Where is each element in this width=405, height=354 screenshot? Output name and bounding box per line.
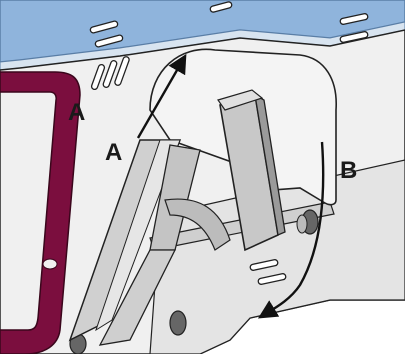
handle-hole	[43, 259, 57, 269]
callout-a-upper: A	[68, 99, 85, 126]
callout-a-lower: A	[105, 139, 122, 166]
callout-b: B	[340, 157, 357, 184]
rod-knob-bottom	[170, 311, 186, 335]
